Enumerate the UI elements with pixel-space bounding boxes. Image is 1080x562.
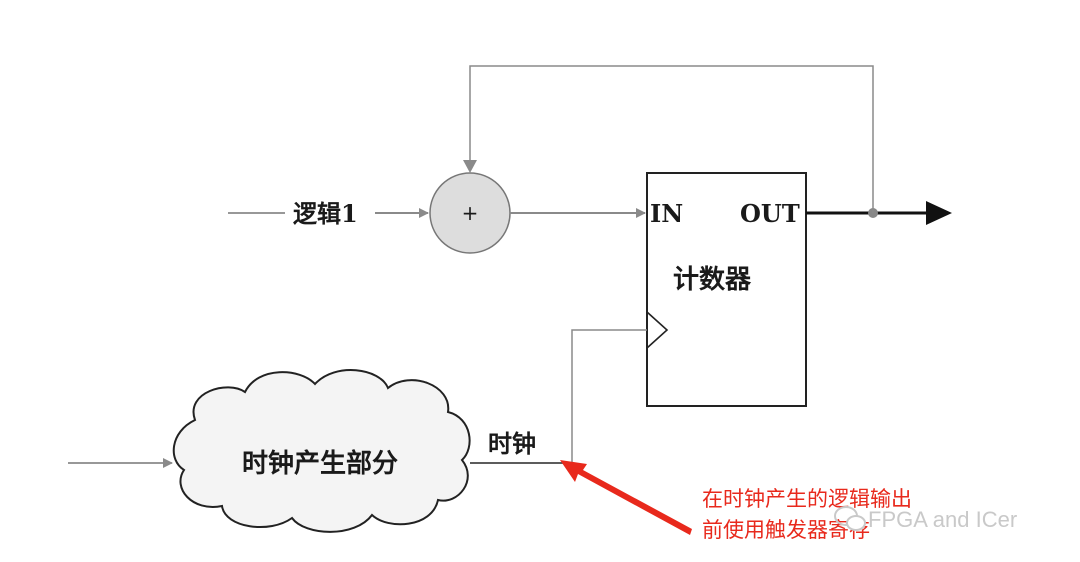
output-arrowhead	[926, 201, 952, 225]
annotation-line2: 前使用触发器寄存	[702, 518, 870, 542]
clock-input-triangle	[646, 311, 669, 349]
feedback-wire	[469, 65, 874, 213]
wechat-icon	[834, 506, 866, 531]
clock-wire-label: 时钟	[488, 429, 536, 458]
input-label: 逻辑1	[293, 199, 358, 228]
clock-generation-cloud	[172, 369, 471, 533]
counter-out-label: OUT	[740, 199, 800, 228]
clock-to-counter-wire	[571, 329, 647, 463]
annotation-arrow	[560, 460, 692, 535]
feedback-arrowhead	[463, 160, 477, 173]
counter-box	[646, 172, 807, 407]
watermark-text: FPGA and ICer	[868, 507, 1017, 532]
clock-cloud-label: 时钟产生部分	[242, 448, 398, 479]
annotation-line1: 在时钟产生的逻辑输出	[702, 487, 912, 511]
adder-symbol: +	[462, 201, 479, 225]
counter-name: 计数器	[673, 265, 752, 295]
counter-in-label: IN	[650, 199, 683, 228]
